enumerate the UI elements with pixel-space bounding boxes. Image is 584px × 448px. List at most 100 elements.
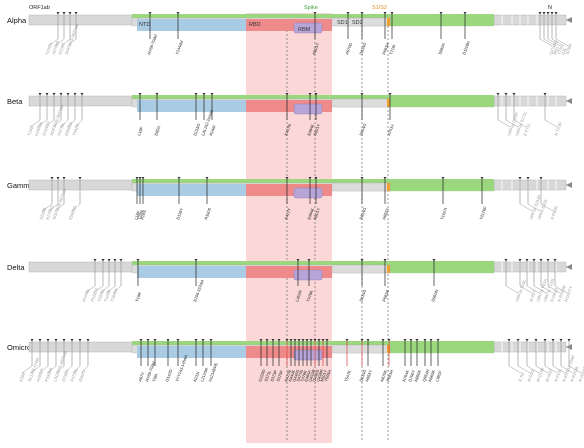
mutation-connector (540, 203, 554, 212)
mutation-label: D3L (560, 46, 567, 55)
mutation-pin (119, 259, 123, 262)
mutation-marker: T547K (343, 339, 352, 382)
mutation-label: D80A (153, 125, 161, 136)
mutation-label: S982A (437, 42, 446, 55)
s1s2-label: S1/S2 (372, 5, 387, 11)
s2-segment (390, 265, 494, 273)
mutation-pin (543, 93, 547, 96)
mutation-marker: M D3G (516, 339, 535, 382)
rbm-label: RBM (298, 27, 311, 33)
mutation-pin (305, 339, 309, 342)
variant-name: Delta (7, 263, 25, 272)
mutation-connector (59, 119, 69, 128)
mutation-marker: HV69-70del (146, 12, 158, 55)
mutation-marker: D614G (358, 339, 367, 382)
mutation-marker: E484K (306, 177, 315, 220)
mutation-connector (29, 119, 41, 128)
mutation-marker: S371L (263, 339, 272, 382)
mutation-marker: N P13L (543, 339, 563, 382)
sd-domains (331, 344, 391, 354)
mutation-pin (78, 177, 82, 180)
mutation-label: L981F (434, 369, 443, 382)
mutation-label: Q493R (307, 369, 316, 383)
mutation-label: N R203K (569, 365, 579, 382)
mutation-label: S1188L (38, 205, 48, 220)
mutation-label: N D377Y (563, 285, 573, 302)
mutation-label: T19R (134, 291, 142, 302)
mutation-pin (381, 339, 385, 342)
mutation-label: A570D (344, 42, 353, 55)
mutation-label: ORF3a S26L (514, 278, 527, 302)
mutation-label: V1176F (478, 205, 488, 220)
mutation-label: T716I (388, 44, 396, 55)
mutation-marker: K38R (18, 339, 34, 382)
mutation-connector (67, 38, 77, 47)
ntd-domain (137, 266, 246, 278)
mutation-label: D614G (358, 289, 367, 303)
mutation-connector (44, 119, 55, 128)
variant-name: Beta (7, 97, 23, 106)
mutation-label: E T9I (517, 372, 525, 383)
mutation-label: D614G (358, 123, 367, 137)
mutation-marker: N R203M (546, 259, 567, 302)
mutation-pin (538, 12, 542, 15)
mutation-pin (177, 177, 181, 180)
mutation-label: ins214EPE (207, 362, 219, 383)
mutation-pin (210, 93, 214, 96)
mutation-label: S371L (263, 369, 272, 382)
mutation-connector (112, 285, 122, 294)
mutation-label: G496S (311, 369, 320, 383)
mutation-connector (497, 119, 511, 128)
mutation-pin (73, 93, 77, 96)
mutation-marker: Y505H (323, 339, 332, 382)
mutation-pin (388, 93, 392, 96)
mutation-label: P4715L (56, 121, 66, 136)
mutation-marker: V1176F (478, 177, 488, 220)
mutation-pin (138, 177, 142, 180)
mutation-connector (64, 365, 73, 374)
mutation-pin (70, 339, 74, 342)
mutation-marker: K1655N (34, 93, 49, 136)
mutation-pin (504, 259, 508, 262)
mutation-marker: T3646A (109, 259, 123, 302)
mutation-label: I2230T (57, 41, 66, 55)
orf1ab-segment (28, 95, 133, 107)
mutation-pin (551, 339, 555, 342)
mutation-marker: M A63T (534, 339, 554, 382)
mutation-label: T547K (343, 369, 352, 382)
mutation-marker: N211I (192, 339, 200, 382)
mutation-pin (93, 259, 97, 262)
mutation-marker: N501Y (311, 12, 320, 55)
mutation-marker: P681H (385, 339, 394, 382)
mutation-connector (55, 365, 65, 374)
mutation-label: D1118H (461, 40, 471, 55)
mutation-marker: N D377Y (553, 259, 574, 302)
rbm-domain (293, 187, 323, 199)
mutation-pin (525, 259, 529, 262)
mutation-label: P681R (381, 289, 390, 302)
variant-name: Omicron (7, 343, 35, 352)
mutation-connector (526, 285, 540, 294)
mutation-pin (271, 339, 275, 342)
mutation-label: K417N (283, 369, 292, 382)
mutation-marker: E5585D (64, 93, 77, 136)
mutation-marker: S982A (437, 12, 446, 55)
mutation-connector (543, 38, 557, 47)
mutation-pin (546, 12, 550, 15)
mutation-label: SGF3675-3677del (64, 23, 80, 56)
mutation-pin (307, 259, 311, 262)
mutation-connector (519, 203, 533, 212)
mutation-marker: K1795Q (45, 177, 60, 220)
mutation-connector (551, 38, 565, 47)
mutation-label: P26S (139, 209, 147, 220)
mutation-marker: L452R (294, 259, 303, 302)
n-gene-label: N (548, 5, 552, 11)
mutation-connector (526, 365, 540, 374)
mutation-pin (432, 259, 436, 262)
mutation-pin (313, 12, 317, 15)
mutation-label: G446S (291, 369, 300, 383)
mutation-pin (138, 93, 142, 96)
mutation-label: E484K (306, 207, 315, 220)
